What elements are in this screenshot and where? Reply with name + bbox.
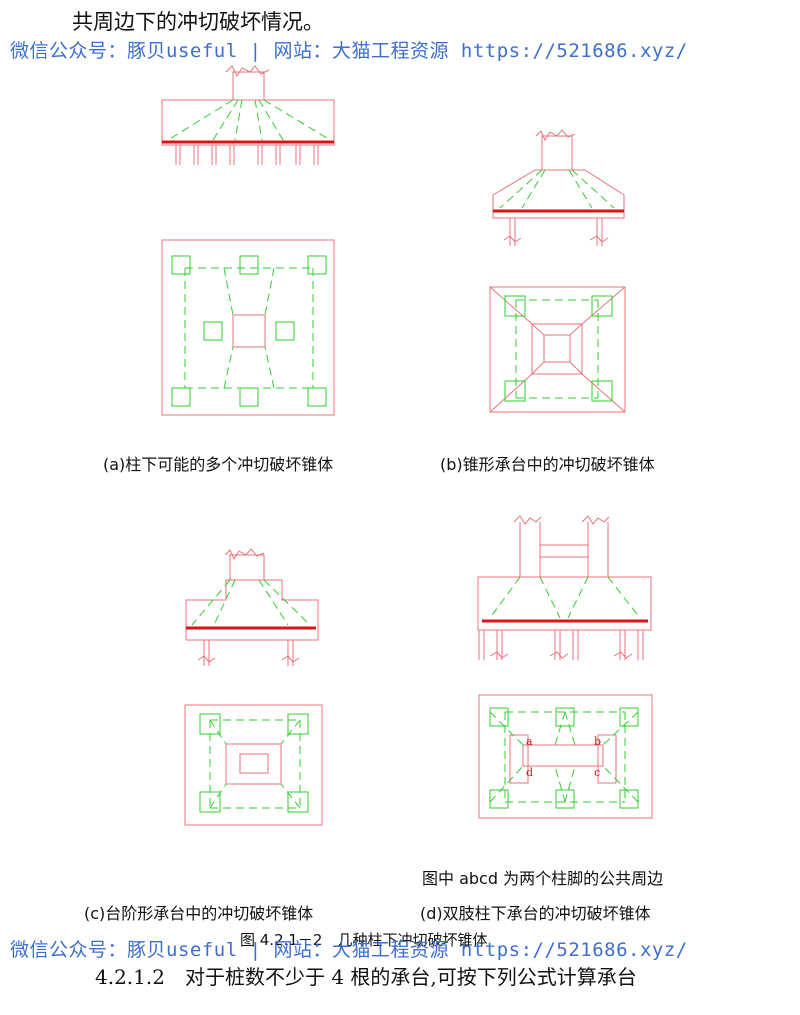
diagram-b-elevation <box>492 129 625 246</box>
diagram-d-elevation <box>477 515 652 660</box>
caption-d: (d)双肢柱下承台的冲切破坏锥体 <box>420 904 651 923</box>
caption-a: (a)柱下可能的多个冲切破坏锥体 <box>103 455 334 474</box>
corner-label-c: c <box>594 766 600 779</box>
pile-squares <box>171 255 639 813</box>
intro-text: 共周边下的冲切破坏情况。 <box>72 10 324 34</box>
note-abcd: 图中 abcd 为两个柱脚的公共周边 <box>422 869 664 888</box>
diagram-c-elevation <box>185 548 319 666</box>
clause-text: 4.2.1.2 对于桩数不少于 4 根的承台,可按下列公式计算承台 <box>95 965 637 989</box>
rebar-lines <box>162 140 648 630</box>
corner-label-d: d <box>526 766 533 779</box>
corner-label-b: b <box>594 735 601 748</box>
watermark-top: 微信公众号：豚贝useful | 网站：大猫工程资源 https://52168… <box>10 40 688 62</box>
corner-label-a: a <box>526 735 533 748</box>
punching-cones <box>167 99 641 809</box>
diagram-a-elevation <box>161 65 335 165</box>
diagram-b-plan <box>489 286 626 413</box>
caption-c: (c)台阶形承台中的冲切破坏锥体 <box>84 904 314 923</box>
diagram-c-plan <box>184 704 323 826</box>
caption-b: (b)锥形承台中的冲切破坏锥体 <box>440 455 655 474</box>
figure-title: 图 4.2.1－2 几种柱下冲切破坏锥体 <box>240 931 488 949</box>
diagram-d-plan <box>478 694 653 819</box>
watermark-bottom: 微信公众号：豚贝useful | 网站：大猫工程资源 https://52168… <box>10 939 688 961</box>
diagram-a-plan <box>161 239 335 416</box>
